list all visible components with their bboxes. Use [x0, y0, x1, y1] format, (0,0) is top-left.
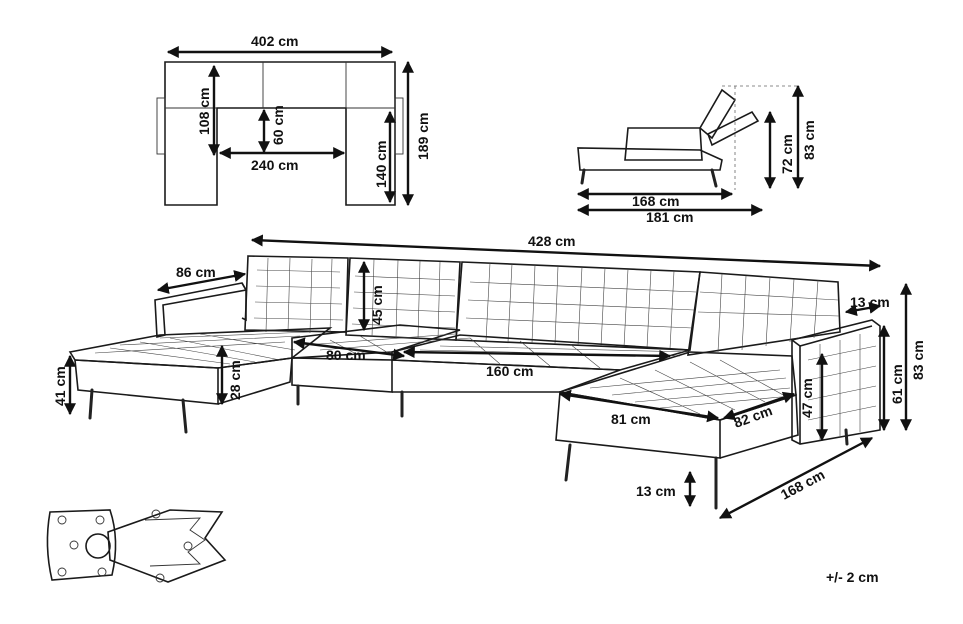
side-full-length-label: 181 cm	[646, 209, 693, 225]
top-view: 402 cm 108 cm 60 cm 240 cm 140 cm 189 cm	[156, 33, 431, 207]
seat-height-left-label: 41 cm	[52, 366, 68, 406]
side-seat-back-label: 72 cm	[779, 134, 795, 174]
side-view: 72 cm 83 cm 168 cm 181 cm	[576, 84, 817, 225]
total-height-label: 83 cm	[910, 340, 926, 380]
side-bed-length-label: 168 cm	[632, 193, 679, 209]
top-width-label: 402 cm	[251, 33, 298, 49]
tolerance-label: +/- 2 cm	[826, 569, 879, 585]
side-back-height-label: 83 cm	[801, 120, 817, 160]
sofa-seat-width-label: 160 cm	[486, 363, 533, 379]
leg-height-label: 13 cm	[636, 483, 676, 499]
chaise-length-label: 168 cm	[778, 466, 827, 502]
chaise-width-left-label: 86 cm	[176, 264, 216, 280]
main-view: 428 cm 86 cm 45 cm 13 cm 83 cm 61 cm 47 …	[52, 233, 926, 520]
seat-width-label: 80 cm	[326, 347, 366, 363]
chaise-depth-label: 82 cm	[732, 402, 775, 431]
hinge-mechanism-illustration	[46, 509, 227, 583]
top-depth-label: 189 cm	[415, 113, 431, 160]
top-inner-width-label: 240 cm	[251, 157, 298, 173]
top-arm-length-label: 140 cm	[373, 141, 389, 188]
chaise-height-label: 47 cm	[799, 378, 815, 418]
backrest-height-label: 45 cm	[369, 285, 385, 325]
armrest-width-label: 13 cm	[850, 294, 890, 310]
arm-height-label: 61 cm	[889, 364, 905, 404]
chaise-seat-label: 81 cm	[611, 411, 651, 427]
top-inner-depth-label: 108 cm	[196, 88, 212, 135]
total-width-label: 428 cm	[528, 233, 575, 249]
top-seat-depth-label: 60 cm	[270, 105, 286, 145]
cushion-height-label: 28 cm	[227, 360, 243, 400]
